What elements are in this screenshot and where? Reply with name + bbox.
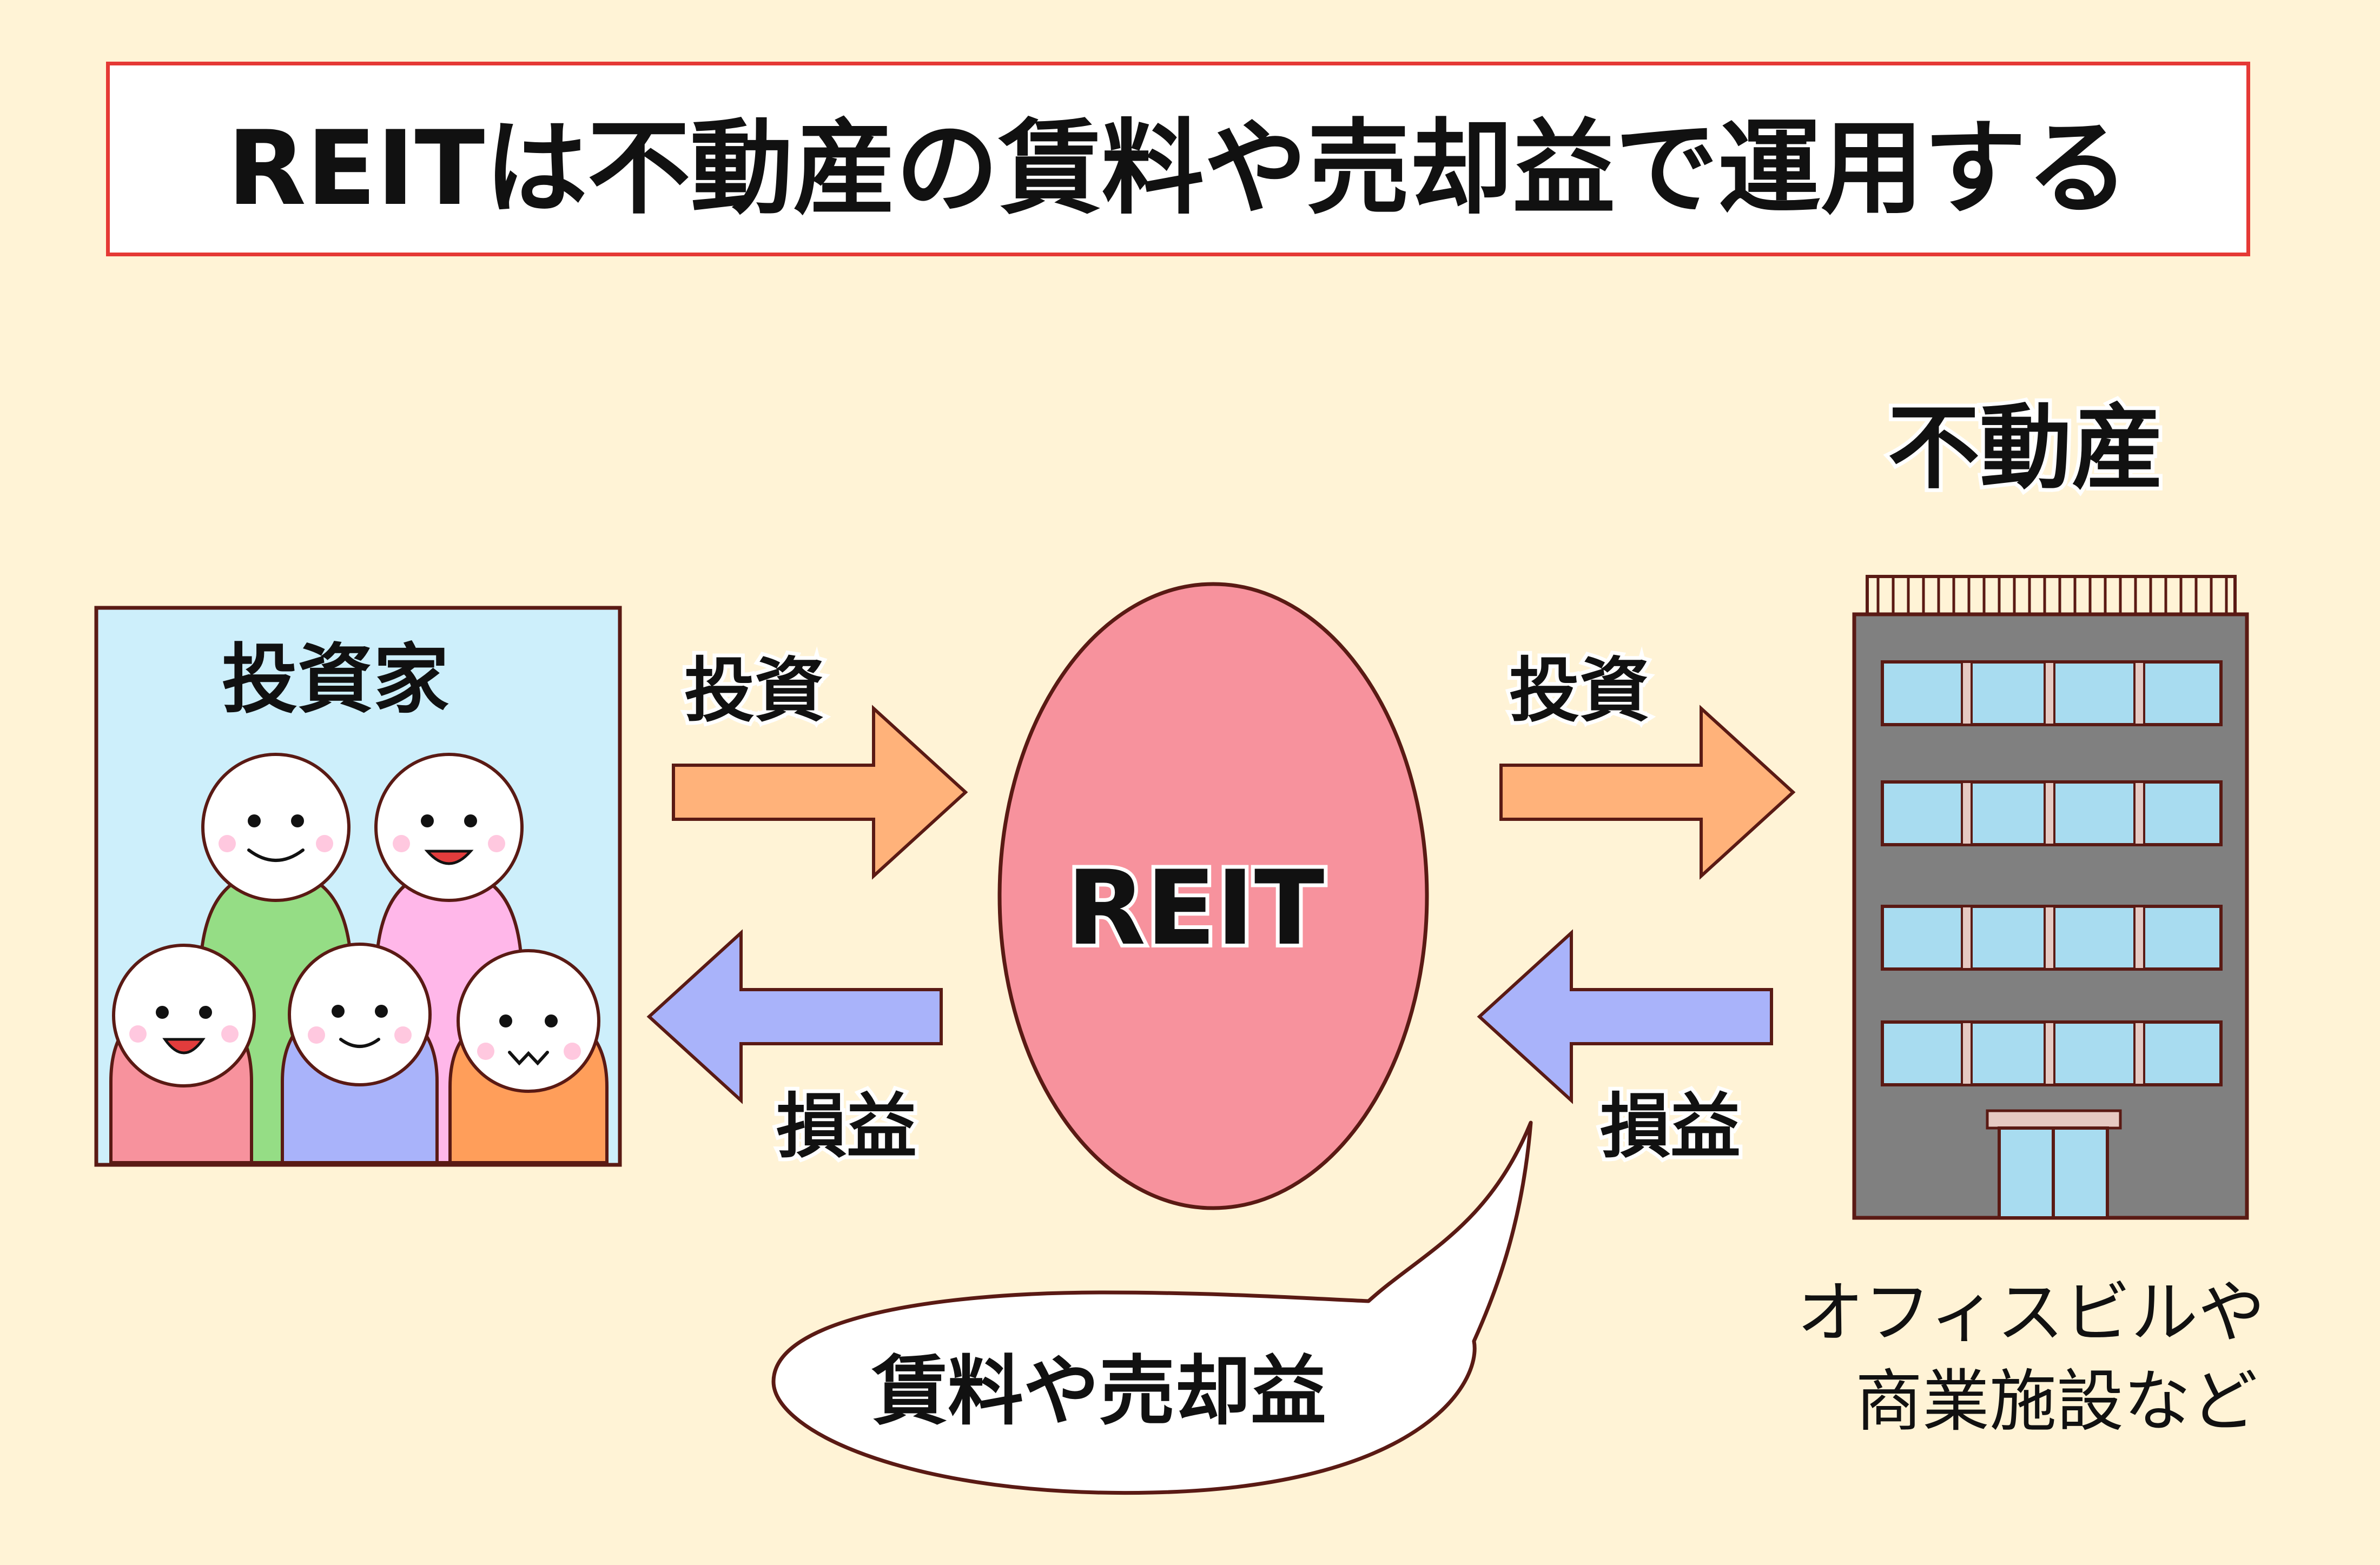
investor-faces <box>129 814 581 1066</box>
profit-arrow-right <box>1477 929 1773 1104</box>
investor-label: 投資家 <box>222 636 449 724</box>
person-head-red <box>112 944 256 1087</box>
person-head-green <box>201 753 351 902</box>
title-box: REITは不動産の賃料や売却益で運用する <box>106 62 2250 256</box>
invest-arrow-left <box>672 705 968 880</box>
invest-arrow-right <box>1499 705 1796 880</box>
person-head-orange <box>457 949 600 1093</box>
building-roof-railing <box>1866 575 2237 616</box>
invest-label-right: 投資 <box>1505 649 1654 732</box>
reit-label: REIT <box>1063 848 1328 968</box>
person-head-blue <box>288 943 432 1086</box>
profit-arrow-left <box>646 929 943 1104</box>
property-caption-line2: 商業施設など <box>1855 1363 2258 1441</box>
reit-ellipse <box>997 582 1429 1210</box>
page-title: REITは不動産の賃料や売却益で運用する <box>227 108 2130 228</box>
property-caption-line1: オフィスビルや <box>1797 1274 2265 1352</box>
speech-bubble-text: 賃料や売却益 <box>872 1348 1327 1436</box>
profit-label-right: 損益 <box>1596 1085 1744 1168</box>
person-head-pink <box>374 753 524 902</box>
building-canopy <box>1986 1109 2122 1130</box>
property-label: 不動産 <box>1884 395 2167 502</box>
office-building <box>1852 575 2249 1220</box>
profit-label-left: 損益 <box>772 1085 921 1168</box>
invest-label-left: 投資 <box>680 649 829 732</box>
speech-bubble <box>771 1120 1533 1495</box>
